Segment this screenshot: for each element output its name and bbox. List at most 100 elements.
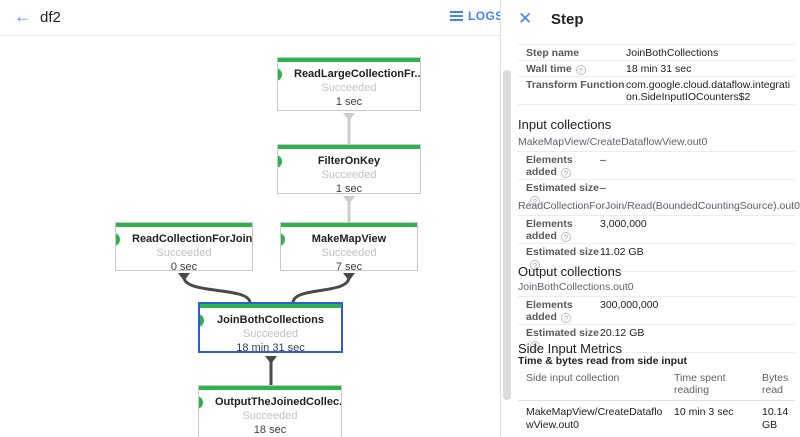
node-title: FilterOnKey	[317, 155, 381, 167]
help-icon[interactable]: ?	[560, 168, 571, 178]
success-check-icon: ✓	[199, 396, 203, 409]
metric-value: 300,000,000	[600, 299, 659, 311]
node-status: Succeeded	[321, 247, 377, 259]
collection-metrics-table: Elements added? 3,000,000 Estimated size…	[518, 215, 795, 272]
success-check-icon: ✓	[116, 233, 120, 246]
node-time: 0 sec	[170, 261, 198, 273]
step-details-table: Step name JoinBothCollections Wall time?…	[518, 44, 795, 105]
help-icon[interactable]: ?	[530, 341, 540, 351]
graph-node-makemapview[interactable]: ✓ MakeMapView Succeeded 7 sec	[280, 222, 418, 273]
success-check-icon: ✓	[278, 68, 282, 81]
metric-label: Elements added?	[526, 218, 573, 242]
node-time: 1 sec	[335, 183, 363, 195]
step-details-panel: ✕ Step Step name JoinBothCollections Wal…	[501, 0, 800, 437]
collection-name: MakeMapView/CreateDataflowView.out0	[518, 136, 708, 148]
node-status-bar	[278, 58, 420, 62]
graph-node-joinbothcollections[interactable]: ✓ JoinBothCollections Succeeded 18 min 31…	[198, 302, 343, 354]
detail-label: Transform Function	[526, 79, 625, 91]
metric-label: Elements added?	[526, 154, 573, 178]
graph-node-outputthejoinedcollection[interactable]: ✓ OutputTheJoinedCollec... Succeeded 18 s…	[198, 385, 342, 437]
cell-time-spent-reading: 10 min 3 sec	[674, 406, 734, 418]
metric-label: Elements added?	[526, 299, 573, 323]
node-status-bar	[278, 145, 420, 149]
pipeline-graph: ✓ ReadLargeCollectionFr... Succeeded 1 se…	[0, 36, 500, 437]
metric-label: Estimated size?	[526, 182, 599, 206]
node-title: ReadLargeCollectionFr...	[294, 68, 420, 80]
collection-name: ReadCollectionForJoin/Read(BoundedCounti…	[518, 200, 800, 212]
topbar: ← df2 LOGS	[0, 0, 503, 36]
node-status-bar	[281, 223, 417, 227]
success-check-icon: ✓	[281, 233, 285, 246]
collection-metrics-table: Elements added? – Estimated size? –	[518, 151, 795, 208]
metric-value: 3,000,000	[600, 218, 647, 230]
detail-label: Step name	[526, 47, 580, 59]
back-arrow-icon[interactable]: ←	[14, 7, 31, 26]
detail-row: Wall time? 18 min 31 sec	[518, 61, 795, 77]
node-status: Succeeded	[156, 247, 212, 259]
logs-menu-icon	[450, 11, 463, 21]
column-header: Bytes read	[762, 372, 789, 396]
output-collections-heading: Output collections	[518, 264, 622, 279]
node-title: MakeMapView	[311, 233, 387, 245]
success-check-icon: ✓	[200, 314, 204, 327]
detail-value: 18 min 31 sec	[626, 63, 692, 75]
metric-value: –	[600, 154, 606, 166]
detail-row: Transform Function com.google.cloud.data…	[518, 77, 795, 105]
column-header: Time spent reading	[674, 372, 726, 396]
node-status: Succeeded	[242, 410, 298, 422]
side-input-metrics-table: Side input collection Time spent reading…	[518, 370, 795, 437]
help-icon[interactable]: ?	[530, 196, 540, 206]
table-header-row: Side input collection Time spent reading…	[518, 370, 795, 401]
metric-value: 20.12 GB	[600, 327, 645, 339]
column-header: Side input collection	[526, 372, 620, 384]
node-title: OutputTheJoinedCollec...	[215, 396, 341, 408]
side-input-metrics-heading: Side Input Metrics	[518, 341, 623, 356]
help-icon[interactable]: ?	[575, 65, 586, 75]
metric-value: 11.02 GB	[600, 246, 644, 258]
detail-label: Wall time?	[518, 61, 626, 76]
cell-bytes-read: 10.14 GB	[762, 406, 789, 431]
node-time: 18 min 31 sec	[236, 342, 305, 354]
side-input-metrics-subheading: Time & bytes read from side input	[518, 355, 688, 367]
help-icon[interactable]: ?	[560, 313, 571, 323]
node-time: 1 sec	[335, 96, 363, 108]
logs-label: LOGS	[468, 9, 504, 23]
node-status-bar	[200, 304, 341, 308]
node-status-bar	[199, 386, 341, 390]
job-title: df2	[40, 9, 61, 26]
metric-row: Elements added? 3,000,000	[518, 216, 795, 244]
collection-name: JoinBothCollections.out0	[518, 281, 634, 293]
node-title: ReadCollectionForJoin	[132, 233, 252, 245]
logs-button[interactable]: LOGS	[450, 9, 504, 23]
help-icon[interactable]: ?	[530, 260, 540, 270]
node-status-bar	[116, 223, 252, 227]
detail-value: JoinBothCollections	[626, 47, 719, 59]
metric-row: Elements added? –	[518, 152, 795, 180]
graph-node-readlargecollection[interactable]: ✓ ReadLargeCollectionFr... Succeeded 1 se…	[277, 57, 421, 111]
node-status: Succeeded	[321, 82, 377, 94]
help-icon[interactable]: ?	[560, 232, 571, 242]
metric-row: Elements added? 300,000,000	[518, 297, 795, 325]
graph-node-readcollectionforjoin[interactable]: ✓ ReadCollectionForJoin Succeeded 0 sec	[115, 222, 253, 273]
metric-label: Estimated size?	[526, 246, 599, 270]
table-row: MakeMapView/CreateDataflowView.out0 10 m…	[518, 401, 795, 437]
detail-row: Step name JoinBothCollections	[518, 45, 795, 61]
scrollbar-thumb[interactable]	[503, 70, 511, 400]
node-title: JoinBothCollections	[217, 314, 324, 326]
metric-row: Estimated size? –	[518, 180, 795, 208]
panel-divider	[500, 0, 501, 437]
metric-row: Estimated size? 20.12 GB	[518, 325, 795, 353]
input-collections-heading: Input collections	[518, 117, 612, 132]
node-time: 18 sec	[253, 424, 287, 436]
graph-node-filteronkey[interactable]: ✓ FilterOnKey Succeeded 1 sec	[277, 144, 421, 195]
node-time: 7 sec	[335, 261, 363, 273]
success-check-icon: ✓	[278, 155, 282, 168]
node-status: Succeeded	[242, 328, 299, 340]
metric-value: –	[600, 182, 606, 194]
node-status: Succeeded	[321, 169, 377, 181]
panel-title: Step	[551, 11, 584, 28]
metric-row: Estimated size? 11.02 GB	[518, 244, 795, 272]
metric-label: Estimated size?	[526, 327, 599, 351]
close-icon[interactable]: ✕	[518, 9, 533, 28]
